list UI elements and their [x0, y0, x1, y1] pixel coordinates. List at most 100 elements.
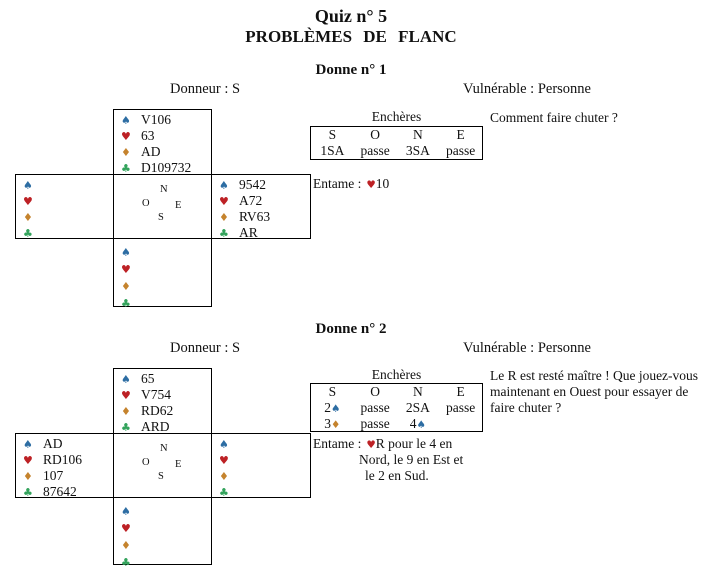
- spade-icon: ♠: [121, 372, 131, 386]
- deal1-compass-box: N O E S: [113, 174, 212, 239]
- compass-east-label: E: [175, 200, 182, 211]
- hand-row: ♦AD: [114, 144, 211, 160]
- deal2-question: Le R est resté maître ! Que jouez-vous m…: [490, 368, 702, 416]
- club-cards: 87642: [43, 484, 77, 499]
- club-icon: ♣: [121, 556, 131, 569]
- hand-row: ♣: [16, 225, 113, 241]
- hand-row: ♥A72: [212, 193, 310, 209]
- hand-row: ♥: [16, 193, 113, 209]
- deal1-bidding-table: S O N E 1SA passe 3SA passe: [310, 126, 483, 160]
- hand-row: ♥: [114, 520, 211, 537]
- spade-icon: ♠: [219, 178, 229, 192]
- spade-cards: V106: [141, 112, 171, 127]
- bid-cell: [439, 416, 482, 432]
- deal2-east-hand-box: ♠ ♥ ♦ ♣: [211, 433, 311, 498]
- hand-row: ♦ RV63: [212, 209, 310, 225]
- spade-icon: ♠: [121, 113, 131, 127]
- hand-row: ♥RD106: [16, 452, 113, 468]
- deal1-question: Comment faire chuter ?: [490, 110, 618, 126]
- hand-row: ♥: [212, 452, 310, 468]
- compass-north-label: N: [160, 184, 168, 195]
- diamond-cards: RV63: [239, 209, 271, 224]
- bid-cell: passe: [446, 143, 476, 158]
- question-line: faire chuter ?: [490, 400, 562, 415]
- club-icon: ♣: [219, 226, 229, 240]
- question-line: maintenant en Ouest pour essayer de: [490, 384, 689, 399]
- diamond-cards: RD62: [141, 403, 174, 418]
- heart-icon: ♥: [121, 129, 131, 143]
- page-title: Quiz n° 5: [314, 6, 388, 26]
- col-east: E: [456, 384, 465, 399]
- bid-cell: 2SA: [405, 400, 430, 415]
- deal2-diagram: ♠65 ♥ V754 ♦ RD62 ♣ ARD ♠ AD ♥RD106 ♦ 107 ♣ 87…: [15, 368, 311, 569]
- diamond-icon: ♦: [121, 404, 131, 418]
- lead-card: 10: [375, 176, 390, 191]
- lead-label: Entame :: [313, 176, 362, 191]
- club-cards: D109732: [141, 160, 192, 175]
- diamond-icon: ♦: [23, 469, 33, 483]
- diamond-icon: ♦: [219, 469, 229, 483]
- compass-south-label: S: [158, 471, 164, 482]
- col-north: N: [413, 127, 423, 142]
- hand-row: ♦ 107: [16, 468, 113, 484]
- diamond-cards: 107: [43, 468, 64, 483]
- lead-label: Entame :: [313, 436, 362, 451]
- compass-south-label: S: [158, 212, 164, 223]
- col-west: O: [370, 127, 380, 142]
- hand-row: ♣AR: [212, 225, 310, 241]
- bid-cell: 3♦: [324, 416, 341, 431]
- hand-row: ♠65: [114, 371, 211, 387]
- deal2-heading: Donne n° 2: [315, 321, 387, 337]
- bid-cell: passe: [446, 400, 476, 415]
- bidding-header-row: S O N E: [311, 127, 482, 143]
- heart-icon: ♥: [121, 388, 131, 402]
- deal1-west-hand-box: ♠ ♥ ♦ ♣: [15, 174, 114, 239]
- deal1-heading: Donne n° 1: [315, 62, 387, 78]
- bid-cell: passe: [360, 400, 390, 415]
- deal2-bidding-table: S O N E 2♠ passe 2SA passe 3♦ passe 4♠: [310, 383, 483, 432]
- deal2-lead-line-3: le 2 en Sud.: [365, 468, 429, 483]
- diamond-icon: ♦: [121, 539, 131, 552]
- heart-icon: ♥: [23, 453, 33, 467]
- hand-row: ♣ 87642: [16, 484, 113, 500]
- col-north: N: [413, 384, 423, 399]
- compass-east-label: E: [175, 459, 182, 470]
- club-icon: ♣: [23, 226, 33, 240]
- compass-west-label: O: [142, 198, 150, 209]
- bid-cell: 4♠: [409, 416, 426, 431]
- spade-cards: AD: [43, 436, 63, 451]
- hand-row: ♠: [114, 244, 211, 261]
- deal1-lead: Entame :♥10: [313, 176, 389, 192]
- deal1-south-hand-box: ♠ ♥ ♦ ♣: [113, 238, 212, 309]
- bid-suit-icon: ♦: [331, 419, 341, 431]
- club-cards: ARD: [141, 419, 170, 434]
- hand-row: ♠: [212, 436, 310, 452]
- bid-cell: passe: [360, 416, 390, 431]
- question-line: Le R est resté maître ! Que jouez-vous: [490, 368, 699, 383]
- spade-icon: ♠: [23, 437, 33, 451]
- heart-cards: A72: [239, 193, 263, 208]
- heart-cards: 63: [141, 128, 155, 143]
- club-icon: ♣: [219, 485, 229, 499]
- heart-icon: ♥: [23, 194, 33, 208]
- diamond-icon: ♦: [121, 145, 131, 159]
- spade-icon: ♠: [121, 505, 131, 518]
- spade-icon: ♠: [219, 437, 229, 451]
- deal2-lead-line-2: Nord, le 9 en Est et: [359, 452, 464, 467]
- col-west: O: [370, 384, 380, 399]
- club-icon: ♣: [23, 485, 33, 499]
- bidding-row: 2♠ passe 2SA passe: [311, 400, 482, 416]
- heart-icon: ♥: [366, 439, 376, 451]
- deal2-bidding-title: Enchères: [371, 367, 422, 382]
- deal2-lead: Entame :♥R pour le 4 en: [313, 436, 452, 452]
- spade-icon: ♠: [23, 178, 33, 192]
- bidding-row: 1SA passe 3SA passe: [311, 143, 482, 159]
- hand-row: ♣: [212, 484, 310, 500]
- col-south: S: [328, 384, 337, 399]
- deal2-vulnerable-label: Vulnérable : Personne: [463, 340, 591, 356]
- hand-row: ♥: [114, 261, 211, 278]
- diamond-icon: ♦: [219, 210, 229, 224]
- heart-cards: V754: [141, 387, 171, 402]
- bid-cell: 3SA: [405, 143, 430, 158]
